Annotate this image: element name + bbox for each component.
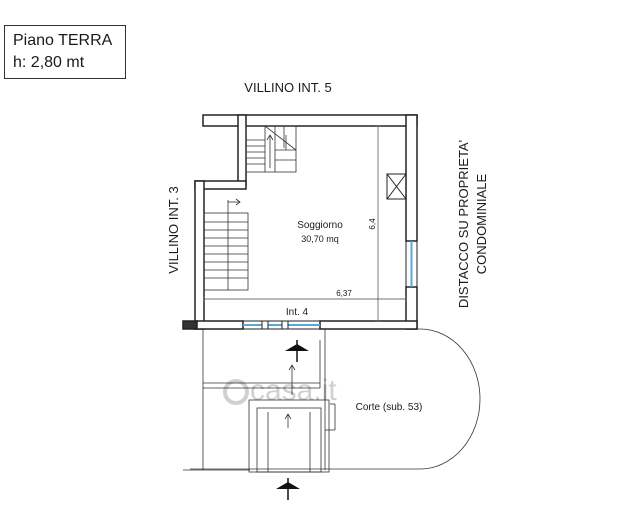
legend-box: Piano TERRA h: 2,80 mt <box>4 25 126 79</box>
east-boundary-label-line1: DISTACCO SU PROPRIETA' <box>456 140 471 308</box>
wall-bottom-right <box>319 320 418 330</box>
entrance-arrow-upper <box>285 340 309 362</box>
court-label: Corte (sub. 53) <box>356 402 423 413</box>
unit-label: Int. 4 <box>286 307 309 318</box>
floor-label: Piano TERRA <box>13 32 113 49</box>
entrance-arrows <box>276 340 309 500</box>
court-area <box>183 328 481 473</box>
ceiling-height-label: h: 2,80 mt <box>13 54 85 71</box>
dimension-horizontal: 6,37 <box>336 289 352 298</box>
stair-upper <box>245 125 297 173</box>
shaft-symbol <box>386 173 407 200</box>
wall-stub-left <box>182 320 198 330</box>
wall-left <box>194 180 205 330</box>
window-bottom <box>243 320 320 330</box>
dimension-vertical: 6,4 <box>368 218 377 230</box>
wall-stair-left <box>237 114 247 186</box>
north-neighbor-label: VILLINO INT. 5 <box>244 80 331 95</box>
wall-bottom-left <box>194 320 244 330</box>
room-name: Soggiorno <box>297 220 343 231</box>
wall-top <box>202 114 418 127</box>
watermark-text: casa.it <box>250 374 337 407</box>
watermark: casa.it <box>223 374 337 407</box>
path-arrows <box>284 364 296 428</box>
stair-lower <box>203 198 249 291</box>
entrance-arrow-lower <box>276 478 300 500</box>
west-neighbor-label: VILLINO INT. 3 <box>166 186 181 273</box>
room-area: 30,70 mq <box>301 234 339 244</box>
east-boundary-label-line2: CONDOMINIALE <box>474 173 489 274</box>
dimension-lines <box>203 125 407 322</box>
wall-right-upper <box>405 114 418 242</box>
window-right <box>405 241 418 287</box>
